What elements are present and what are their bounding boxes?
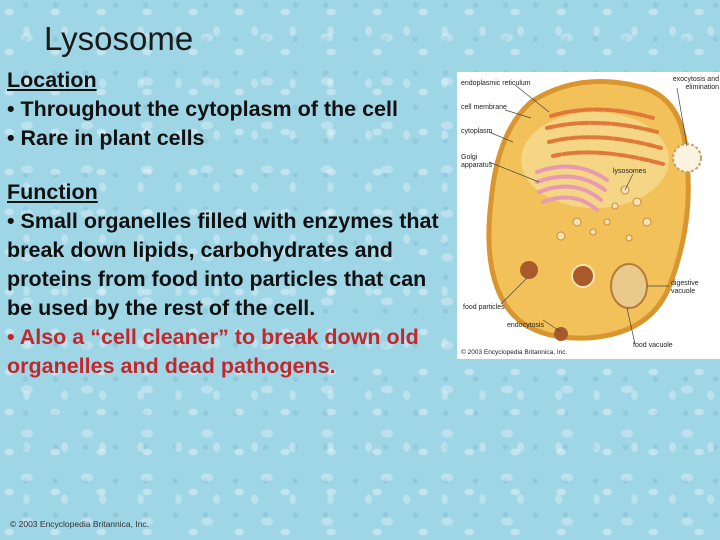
- cell-illustration: [486, 79, 702, 345]
- copyright-footer: © 2003 Encyclopedia Britannica, Inc.: [10, 519, 150, 529]
- slide-body: Location • Throughout the cytoplasm of t…: [7, 66, 455, 381]
- label-cytoplasm: cytoplasm: [461, 128, 493, 135]
- label-golgi: Golgi apparatus: [461, 154, 493, 169]
- lysosome-cell-diagram: endoplasmic reticulum cell membrane cyto…: [457, 72, 720, 359]
- label-leader-lines: [488, 84, 688, 345]
- label-food-vacuole: food vacuole: [633, 342, 673, 349]
- label-lysosomes: lysosomes: [613, 168, 647, 175]
- slide-title: Lysosome: [44, 20, 194, 57]
- food-particle-2: [554, 327, 568, 341]
- exocytosis-vesicle: [672, 143, 702, 173]
- label-digestive-vacuole: digestive vacuole: [671, 280, 699, 295]
- location-heading: Location: [7, 68, 97, 92]
- function-item: • Small organelles filled with enzymes t…: [7, 209, 439, 320]
- label-cell-membrane: cell membrane: [461, 104, 507, 111]
- food-vacuole: [571, 264, 595, 288]
- endoplasmic-reticulum: [545, 107, 665, 166]
- location-item-2: • Rare in plant cells: [7, 126, 205, 150]
- food-particle: [520, 261, 538, 279]
- label-er: endoplasmic reticulum: [461, 80, 531, 87]
- golgi-apparatus: [535, 164, 609, 212]
- label-food-particles: food particles: [463, 304, 505, 311]
- label-exocytosis: exocytosis and elimination: [672, 76, 719, 91]
- digestive-vacuole: [610, 263, 648, 309]
- function-heading: Function: [7, 180, 98, 204]
- location-item-1: • Throughout the cytoplasm of the cell: [7, 97, 398, 121]
- figure-copyright: © 2003 Encyclopedia Britannica, Inc.: [461, 349, 568, 356]
- cell-nucleus: [521, 112, 669, 208]
- label-endocytosis: endocytosis: [507, 322, 544, 329]
- section-spacer: [7, 153, 455, 178]
- function-item-red: • Also a “cell cleaner” to break down ol…: [7, 325, 419, 378]
